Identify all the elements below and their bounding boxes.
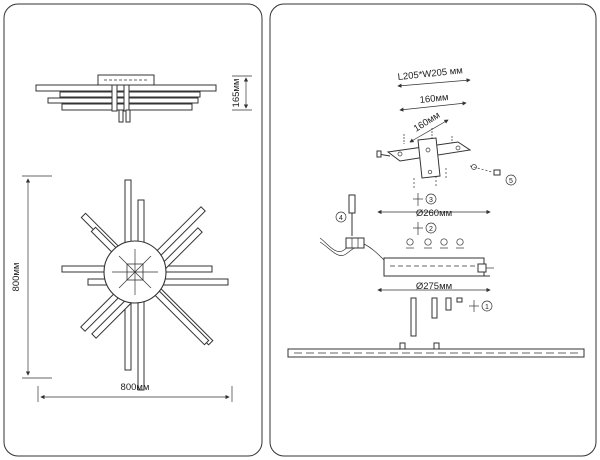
svg-text:2: 2 bbox=[429, 226, 433, 233]
terminal-block bbox=[345, 237, 365, 249]
right-panel: L205*W205 мм 160мм 160мм bbox=[269, 3, 597, 457]
base-diameter-label: Ø275мм bbox=[416, 281, 452, 292]
connector-dots bbox=[406, 238, 464, 249]
top-height-label: 800мм bbox=[11, 263, 22, 292]
right-panel-frame bbox=[269, 3, 597, 457]
side-view: 165мм bbox=[35, 74, 252, 123]
side-view-bar-2 bbox=[59, 91, 201, 98]
long-light-bar bbox=[287, 342, 585, 358]
step-1-callout: 1 bbox=[469, 300, 493, 312]
canopy-driver-box bbox=[383, 257, 494, 277]
side-view-connector-1 bbox=[118, 109, 124, 123]
side-view-bar-3 bbox=[47, 97, 199, 104]
plate-dimension-a-line bbox=[399, 101, 467, 112]
top-view: 800мм 800мм bbox=[11, 175, 233, 402]
led-strip-parts bbox=[410, 297, 463, 337]
lower-screws bbox=[413, 168, 447, 190]
mounting-cross-plate bbox=[386, 137, 472, 179]
svg-text:1: 1 bbox=[485, 304, 489, 311]
step-3-callout: 3 bbox=[413, 193, 437, 206]
step-4-callout bbox=[335, 211, 347, 223]
top-width-label: 800мм bbox=[121, 382, 150, 393]
svg-text:4: 4 bbox=[339, 215, 343, 222]
plate-size-dimension-line bbox=[397, 78, 471, 88]
svg-text:5: 5 bbox=[509, 178, 513, 185]
side-view-connector-2 bbox=[125, 109, 131, 123]
plate-size-label: L205*W205 мм bbox=[397, 65, 463, 83]
left-panel-frame bbox=[3, 3, 263, 457]
step-5-callout: 5 bbox=[505, 174, 517, 186]
side-screws bbox=[376, 150, 501, 176]
side-height-label: 165мм bbox=[231, 79, 242, 108]
plate-dimension-b-label: 160мм bbox=[412, 110, 442, 135]
screwdriver-tool: 4 bbox=[335, 194, 356, 236]
left-panel: 165мм 800мм bbox=[3, 3, 263, 457]
svg-text:3: 3 bbox=[429, 197, 433, 204]
plate-dimension-b-line bbox=[409, 119, 449, 143]
step-2-callout: 2 bbox=[413, 222, 437, 235]
plate-dimension-a-label: 160мм bbox=[419, 92, 449, 106]
mount-diameter-label: Ø260мм bbox=[416, 208, 452, 219]
wire-terminal bbox=[319, 237, 385, 261]
